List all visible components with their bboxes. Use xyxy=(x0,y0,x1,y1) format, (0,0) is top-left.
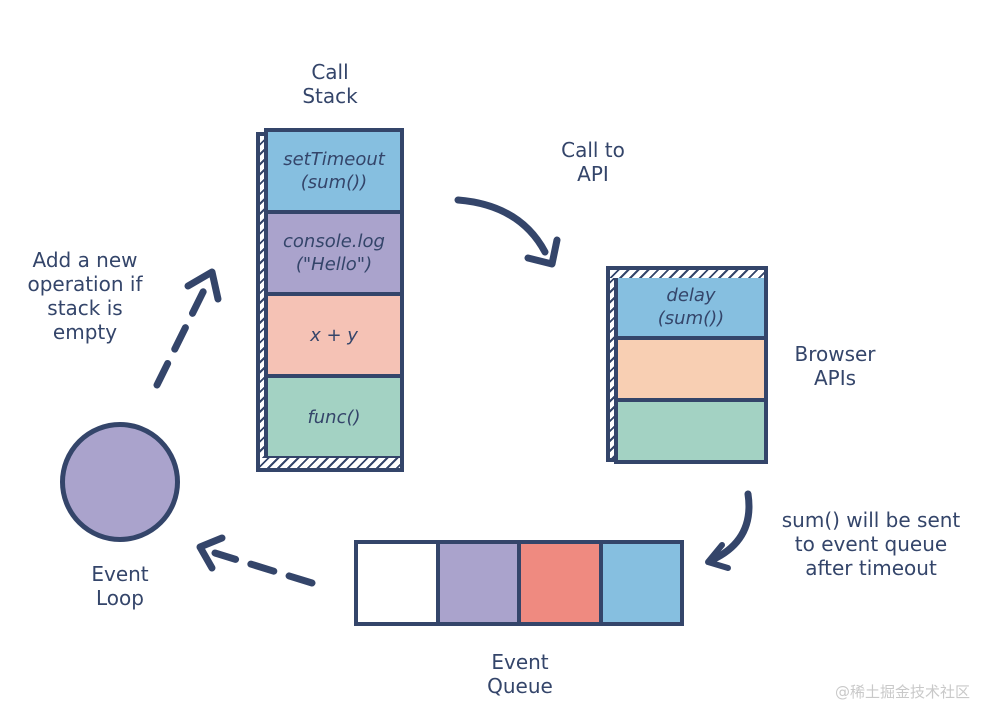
to-queue-arrow xyxy=(708,490,753,564)
to-queue-arrowhead xyxy=(705,542,731,571)
stack-frame-x-plus-y: x + y xyxy=(264,292,404,378)
call-to-api-label: Call to API xyxy=(561,138,625,186)
stack-frame-console-log: console.log ("Hello") xyxy=(264,210,404,296)
event-loop-title: Event Loop xyxy=(91,562,149,610)
stack-frame-settimeout: setTimeout (sum()) xyxy=(264,128,404,214)
queue-to-loop-arrow xyxy=(211,549,316,587)
call-stack-bottom xyxy=(256,458,404,472)
event-queue xyxy=(354,540,684,626)
event-queue-title: Event Queue xyxy=(487,650,553,698)
loop-to-stack-arrow xyxy=(153,278,212,389)
event-loop-circle xyxy=(60,422,180,542)
queue-slot-1 xyxy=(358,544,436,622)
queue-slot-3 xyxy=(521,544,599,622)
stack-frame-func: func() xyxy=(264,374,404,460)
watermark: @稀土掘金技术社区 xyxy=(834,683,970,701)
call-stack-title: Call Stack xyxy=(302,60,358,108)
sent-to-queue-note: sum() will be sent to event queue after … xyxy=(781,508,961,580)
loop-to-stack-arrowhead xyxy=(184,268,222,303)
browser-api-delay: delay (sum()) xyxy=(614,274,768,340)
queue-slot-4 xyxy=(602,544,680,622)
browser-apis-title: Browser APIs xyxy=(794,342,876,390)
call-to-api-arrow xyxy=(454,196,549,256)
queue-to-loop-arrowhead xyxy=(196,534,226,572)
add-operation-note: Add a new operation if stack is empty xyxy=(27,248,143,344)
browser-api-slot-3 xyxy=(614,398,768,464)
call-to-api-arrowhead xyxy=(524,236,561,268)
browser-apis-top xyxy=(606,266,768,278)
queue-slot-2 xyxy=(439,544,517,622)
browser-api-slot-2 xyxy=(614,336,768,402)
